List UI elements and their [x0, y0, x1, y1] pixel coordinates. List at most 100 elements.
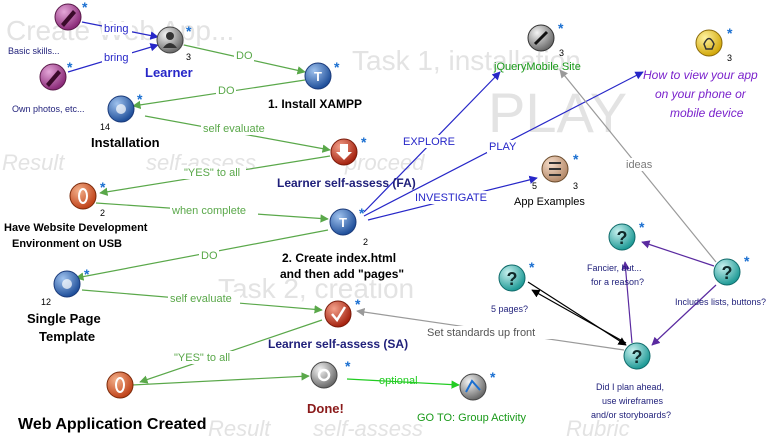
stop-icon — [310, 361, 338, 389]
svg-text:T: T — [314, 69, 322, 84]
node-label: jQueryMobile Site — [493, 61, 581, 73]
node-label: Web Application Created — [18, 416, 206, 433]
edge-label-self-evaluate-2: self evaluate — [170, 293, 232, 305]
svg-text:?: ? — [617, 228, 628, 248]
node-label-line3: and/or storyboards? — [591, 410, 671, 420]
edge-label-explore: EXPLORE — [403, 136, 455, 148]
node-jquery-site[interactable]: * 3 jQueryMobile Site — [493, 20, 581, 73]
edge-label-do-1: DO — [236, 50, 253, 62]
question-icon — [498, 264, 526, 292]
star-icon: * — [186, 23, 192, 39]
star-icon: * — [490, 369, 496, 385]
edge-lists-to-plan — [651, 284, 717, 346]
node-view-app[interactable]: * 3 How to view your app on your phone o… — [643, 25, 758, 120]
star-icon: * — [359, 205, 365, 221]
node-label: Learner self-assess (SA) — [268, 337, 408, 351]
node-web-app-created[interactable]: Web Application Created — [18, 371, 206, 433]
node-count: 3 — [186, 52, 191, 62]
node-count: 2 — [100, 208, 105, 218]
edge-to-done — [131, 372, 310, 386]
node-label-line2: Template — [39, 329, 95, 344]
watermark-result-2: Result — [208, 416, 271, 438]
node-install-xampp[interactable]: T * 1. Install XAMPP — [268, 59, 362, 111]
node-create-index[interactable]: T * 2 2. Create index.html and then add … — [280, 205, 404, 281]
star-icon: * — [82, 0, 88, 15]
question-icon — [623, 342, 651, 370]
node-app-examples[interactable]: * 5 3 App Examples — [514, 151, 585, 208]
node-group-activity[interactable]: * GO TO: Group Activity — [417, 369, 527, 424]
watermark-task2: Task 2, creation — [218, 273, 414, 304]
node-label: Learner self-assess (FA) — [277, 176, 416, 190]
node-installation[interactable]: * 14 Installation — [91, 91, 160, 150]
node-self-assess-sa[interactable]: * Learner self-assess (SA) — [268, 296, 408, 351]
node-own-photos[interactable]: * Own photos, etc... — [12, 59, 85, 114]
node-have-website[interactable]: * 2 Have Website Development Environment… — [4, 179, 148, 250]
node-label: Own photos, etc... — [12, 104, 85, 114]
edge-five-to-plan — [527, 281, 627, 346]
node-label-line2: on your phone or — [655, 87, 747, 101]
node-label: GO TO: Group Activity — [417, 412, 527, 424]
edge-label-investigate: INVESTIGATE — [415, 192, 487, 204]
star-icon: * — [100, 179, 106, 195]
node-label: Includes lists, buttons? — [675, 297, 766, 307]
edge-label-yes-2: "YES" to all — [174, 352, 230, 364]
node-single-page[interactable]: * 12 Single Page Template — [27, 266, 101, 344]
star-icon: * — [355, 296, 361, 312]
node-label-line1: Fancier, but... — [587, 263, 642, 273]
svg-text:?: ? — [632, 347, 643, 367]
node-includes-lists[interactable]: ? * Includes lists, buttons? — [675, 253, 766, 307]
edge-label-self-evaluate-1: self evaluate — [203, 123, 265, 135]
edge-label-yes-1: "YES" to all — [184, 167, 240, 179]
star-icon: * — [744, 253, 750, 269]
svg-text:T: T — [339, 215, 347, 230]
task-icon — [304, 62, 332, 90]
node-label: Done! — [307, 401, 344, 416]
edge-label-when-complete: when complete — [171, 205, 246, 217]
star-icon: * — [67, 59, 73, 75]
star-icon: * — [84, 266, 90, 282]
node-count: 12 — [41, 297, 51, 307]
edge-optional — [346, 378, 460, 389]
star-icon: * — [558, 20, 564, 36]
edge-label-bring-2: bring — [104, 52, 128, 64]
node-learner[interactable]: * 3 Learner — [145, 23, 193, 80]
node-label: Installation — [91, 135, 160, 150]
outcome-icon — [106, 371, 134, 399]
node-count-left: 5 — [532, 181, 537, 191]
watermark-play: PLAY — [488, 81, 627, 144]
node-label-line1: 2. Create index.html — [282, 251, 396, 265]
node-label: 1. Install XAMPP — [268, 97, 362, 111]
node-fancier[interactable]: ? * Fancier, but... for a reason? — [587, 219, 645, 287]
node-self-assess-fa[interactable]: * Learner self-assess (FA) — [277, 134, 416, 190]
star-icon: * — [573, 151, 579, 167]
edge-plan-to-fancier — [621, 261, 633, 344]
watermark-result-1: Result — [2, 150, 65, 175]
edge-label-optional: optional — [379, 375, 418, 387]
edge-labels: bring bring DO DO self evaluate "YES" to… — [102, 22, 660, 387]
node-label-line1: Did I plan ahead, — [596, 382, 664, 392]
node-label: 5 pages? — [491, 304, 528, 314]
edge-label-do-2: DO — [218, 85, 235, 97]
edge-label-ideas: ideas — [626, 159, 653, 171]
star-icon: * — [334, 59, 340, 75]
node-label-line2: and then add "pages" — [280, 267, 404, 281]
question-icon — [608, 223, 636, 251]
star-icon: * — [361, 134, 367, 150]
node-label: App Examples — [514, 196, 585, 208]
node-plan-ahead[interactable]: ? Did I plan ahead, use wireframes and/o… — [591, 342, 671, 420]
svg-text:?: ? — [722, 263, 733, 283]
watermark-self-assess-2: self-assess — [313, 416, 423, 438]
edge-label-set-standards: Set standards up front — [427, 327, 535, 339]
node-done[interactable]: * Done! — [307, 358, 351, 416]
edge-label-do-3: DO — [201, 250, 218, 262]
lightbulb-icon — [695, 29, 723, 57]
edge-label-bring-1: bring — [104, 23, 128, 35]
edge-plan-to-five — [531, 289, 627, 344]
node-basic-skills[interactable]: * Basic skills... — [8, 0, 88, 56]
star-icon: * — [727, 25, 733, 41]
node-label-line3: mobile device — [670, 106, 744, 120]
star-icon: * — [345, 358, 351, 374]
node-count: 2 — [363, 237, 368, 247]
node-five-pages[interactable]: ? * 5 pages? — [491, 259, 535, 314]
